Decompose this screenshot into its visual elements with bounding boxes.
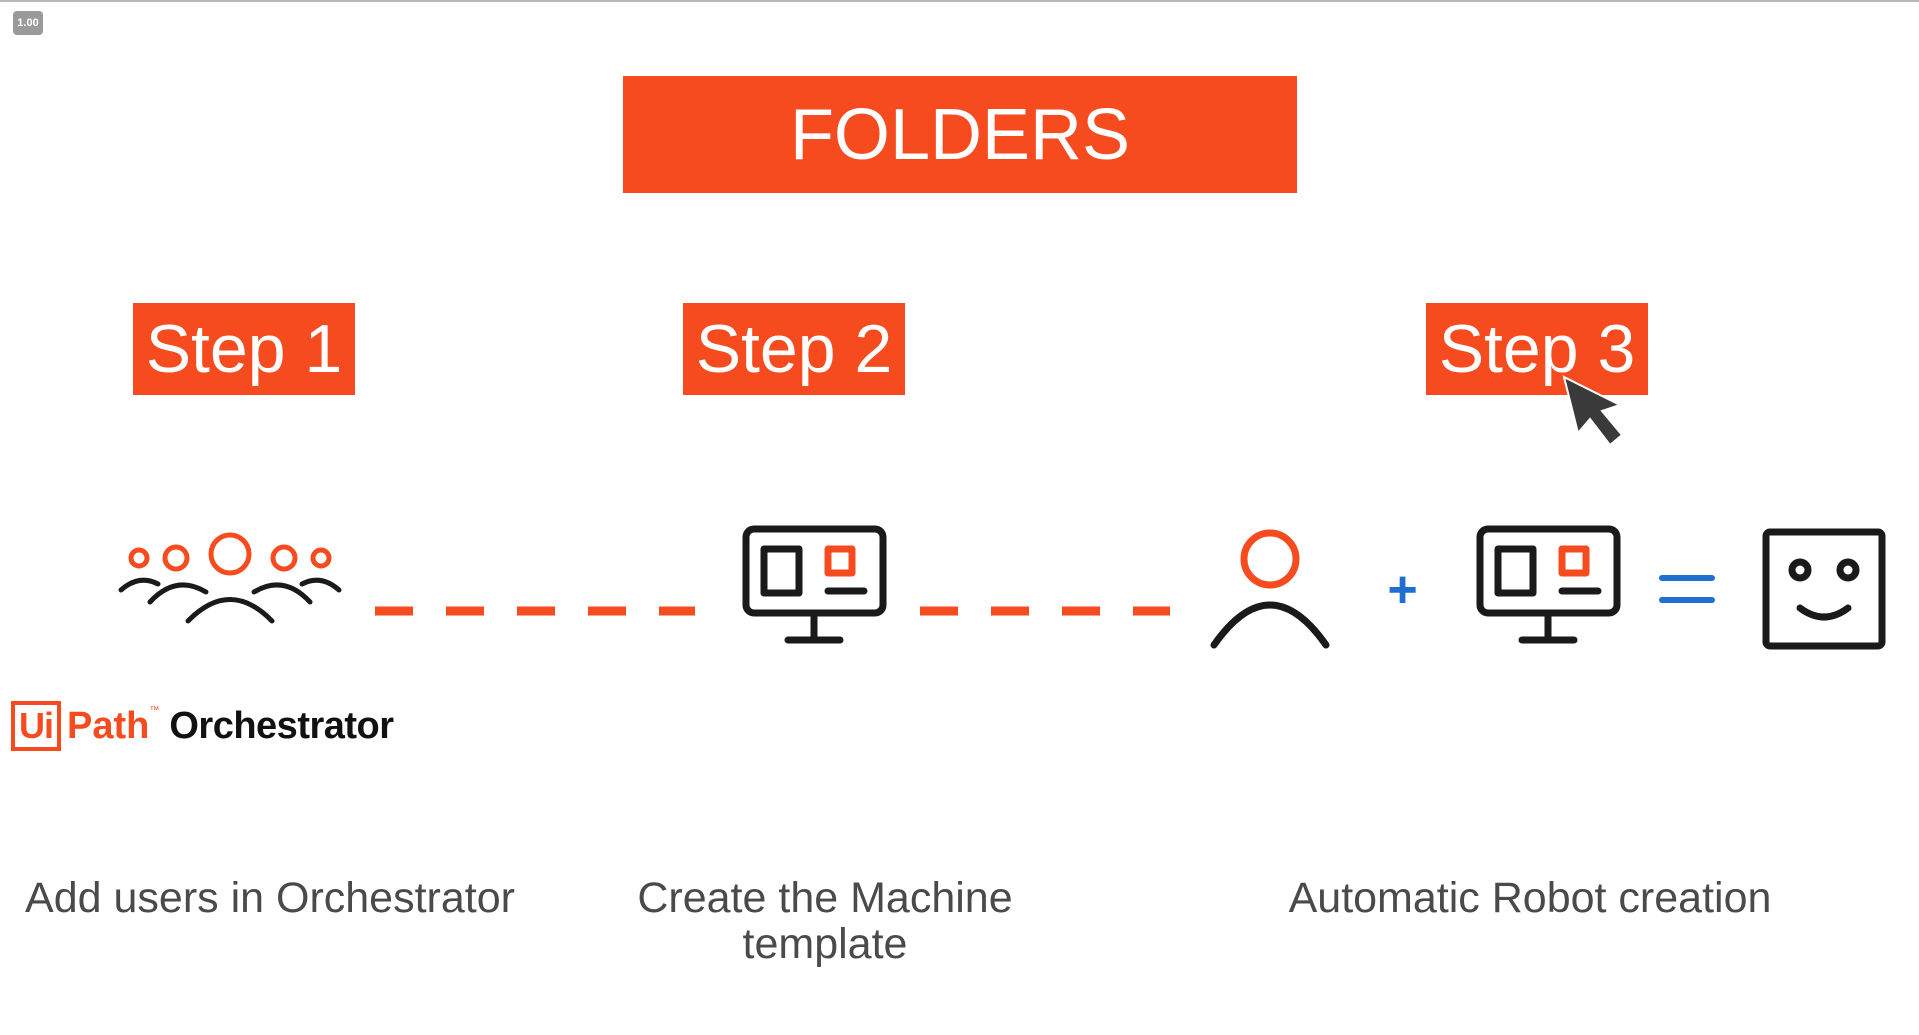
logo-path-text: Path [67, 704, 150, 747]
step-3-label: Step 3 [1426, 303, 1648, 395]
plus-operator: + [1387, 561, 1418, 619]
step-1-label: Step 1 [133, 303, 355, 395]
step-2-caption: Create the Machine template [637, 874, 1013, 968]
playback-speed-badge[interactable]: 1.00 [13, 11, 43, 35]
machine-monitor-icon [742, 525, 887, 644]
robot-face-icon [1762, 528, 1886, 650]
step-3-caption: Automatic Robot creation [1288, 874, 1772, 922]
step-1-caption: Add users in Orchestrator [25, 874, 515, 922]
mouse-cursor-icon [1562, 375, 1624, 447]
logo-trademark: ™ [149, 705, 160, 716]
machine-monitor-icon [1476, 525, 1621, 644]
dashed-connector-1 [375, 606, 695, 616]
users-group-icon [118, 532, 342, 624]
user-icon [1210, 529, 1330, 649]
folders-title: FOLDERS [623, 76, 1297, 193]
dashed-connector-2 [920, 606, 1170, 616]
logo-ui-mark: Ui [11, 701, 61, 751]
uipath-orchestrator-logo: Ui Path ™ Orchestrator [11, 697, 431, 755]
equals-operator [1659, 575, 1715, 603]
top-divider [0, 0, 1919, 2]
logo-product-name: Orchestrator [169, 704, 394, 747]
step-2-label: Step 2 [683, 303, 905, 395]
